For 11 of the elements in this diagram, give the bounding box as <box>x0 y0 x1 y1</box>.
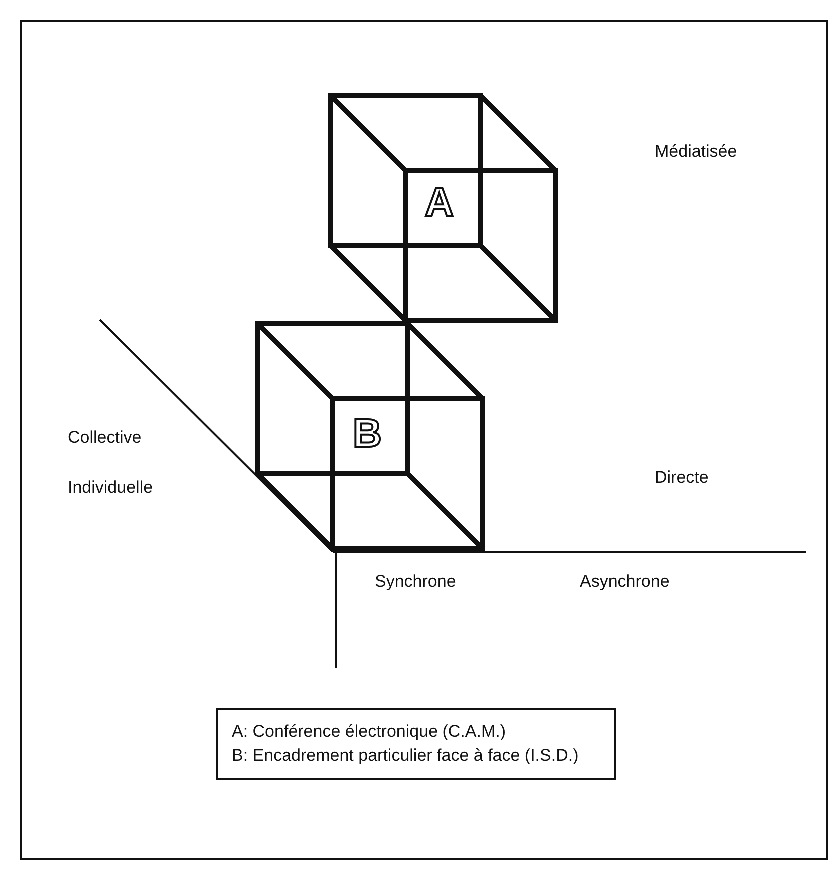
axis-label: Synchrone <box>375 572 456 592</box>
cube-letter: A <box>425 183 454 223</box>
axis-label: Individuelle <box>68 478 154 498</box>
key-text: A: Conférence électronique (C.A.M.) <box>232 721 508 743</box>
axis-label: Collective <box>68 428 142 448</box>
axis-label: Médiatisée <box>655 142 738 162</box>
cube-letter: B <box>353 414 382 454</box>
key-box <box>216 708 616 780</box>
key-text: B: Encadrement particulier face à face (I.S.D.) <box>232 745 580 767</box>
axis-label: Asynchrone <box>580 572 670 592</box>
axis-label: Directe <box>655 468 709 488</box>
